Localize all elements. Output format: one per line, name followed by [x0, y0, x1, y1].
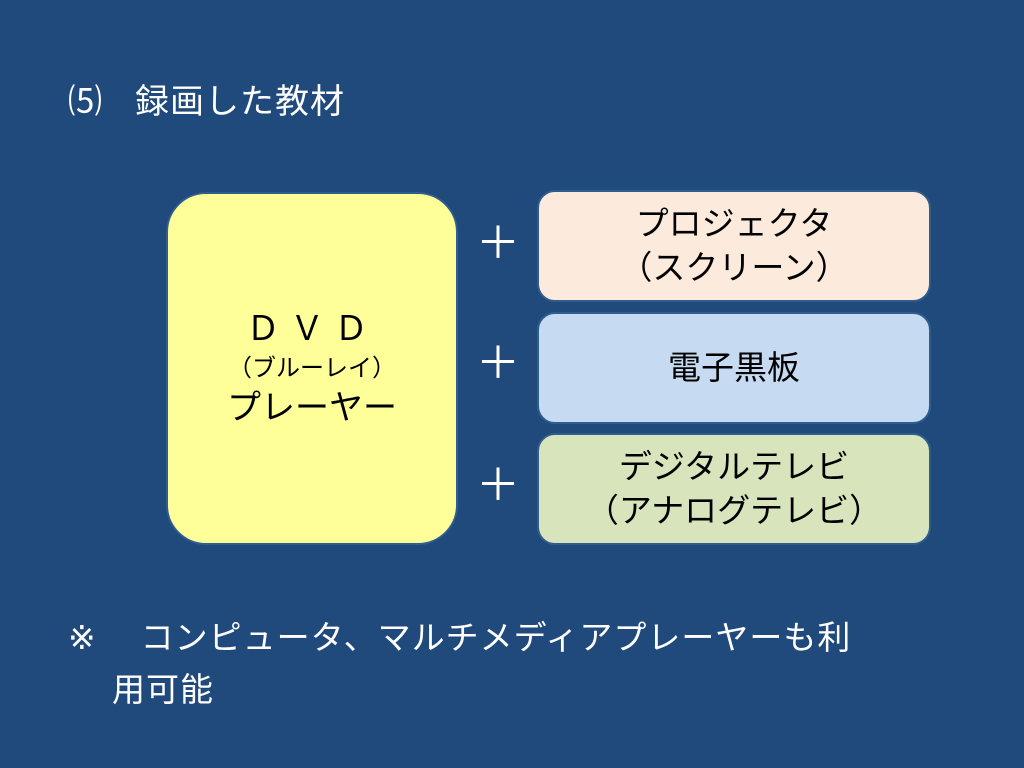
plus-sign-whiteboard: ＋ [476, 338, 520, 389]
projector-line2: （スクリーン） [619, 248, 849, 287]
player-line3: プレーヤー [227, 387, 397, 428]
whiteboard-label: 電子黒板 [668, 348, 800, 387]
tv-line2: （アナログテレビ） [585, 491, 883, 530]
player-line1: ＤＶＤ [246, 308, 378, 349]
footnote-mark: ※ [68, 618, 97, 657]
tv-line1: デジタルテレビ [618, 447, 850, 486]
tv-box: デジタルテレビ （アナログテレビ） [537, 433, 931, 545]
plus-sign-projector: ＋ [476, 218, 520, 269]
projector-box: プロジェクタ （スクリーン） [537, 190, 931, 302]
projector-line1: プロジェクタ [635, 204, 833, 243]
player-line2: （ブルーレイ） [228, 353, 396, 382]
title-number: ⑸ [68, 82, 103, 122]
footnote-line1: コンピュータ、マルチメディアプレーヤーも利 [140, 618, 852, 657]
footnote-line2: 用可能 [112, 670, 214, 709]
footnote: ※ コンピュータ、マルチメディアプレーヤーも利 用可能 [68, 612, 998, 716]
whiteboard-box: 電子黒板 [537, 312, 931, 424]
dvd-player-box: ＤＶＤ （ブルーレイ） プレーヤー [166, 192, 458, 545]
title-text: 録画した教材 [135, 82, 345, 122]
slide-title: ⑸ 録画した教材 [68, 74, 345, 123]
plus-sign-tv: ＋ [476, 460, 520, 511]
